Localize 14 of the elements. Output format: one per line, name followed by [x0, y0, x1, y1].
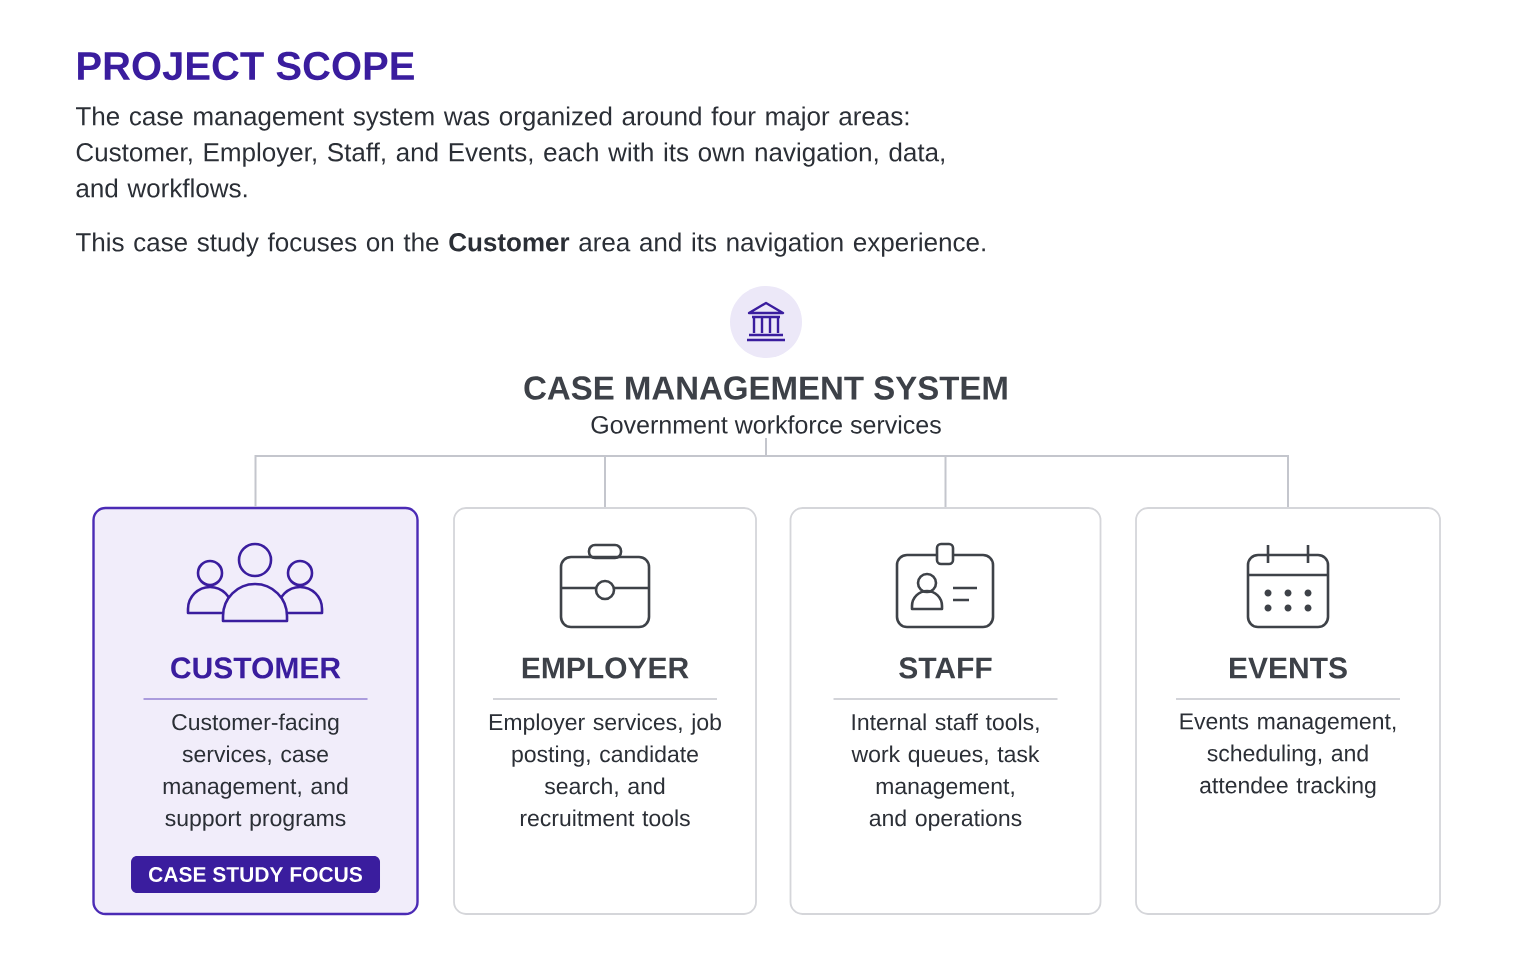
card-heading: STAFF [899, 657, 992, 679]
title: PROJECT SCOPE [78, 51, 414, 81]
focus-badge: CASE STUDY FOCUS [131, 856, 380, 893]
card-description: Events management, scheduling, and attendee tracking [1180, 713, 1396, 798]
card-description: Employer services, job posting, candidate search, and recruitment tools [489, 713, 721, 827]
card-heading: CUSTOMER [171, 657, 341, 679]
card-description: Customer-facing services, case management, and support programs [163, 713, 348, 831]
connector-line [765, 437, 1289, 509]
card-heading: EMPLOYER [522, 657, 689, 679]
paragraph: The case management system was organized around four major areas: Customer, Employer, Staff, and Events, each with its own navigation, data, and workflows. [76, 106, 944, 198]
system-heading: CASE MANAGEMENT SYSTEM Government workforce services [524, 376, 1007, 434]
paragraph: This case study focuses on the Customer area and its navigation experience. [76, 232, 985, 257]
card-heading: EVENTS [1230, 657, 1347, 679]
card-description: Internal staff tools, work queues, task management, and operations [851, 713, 1040, 831]
